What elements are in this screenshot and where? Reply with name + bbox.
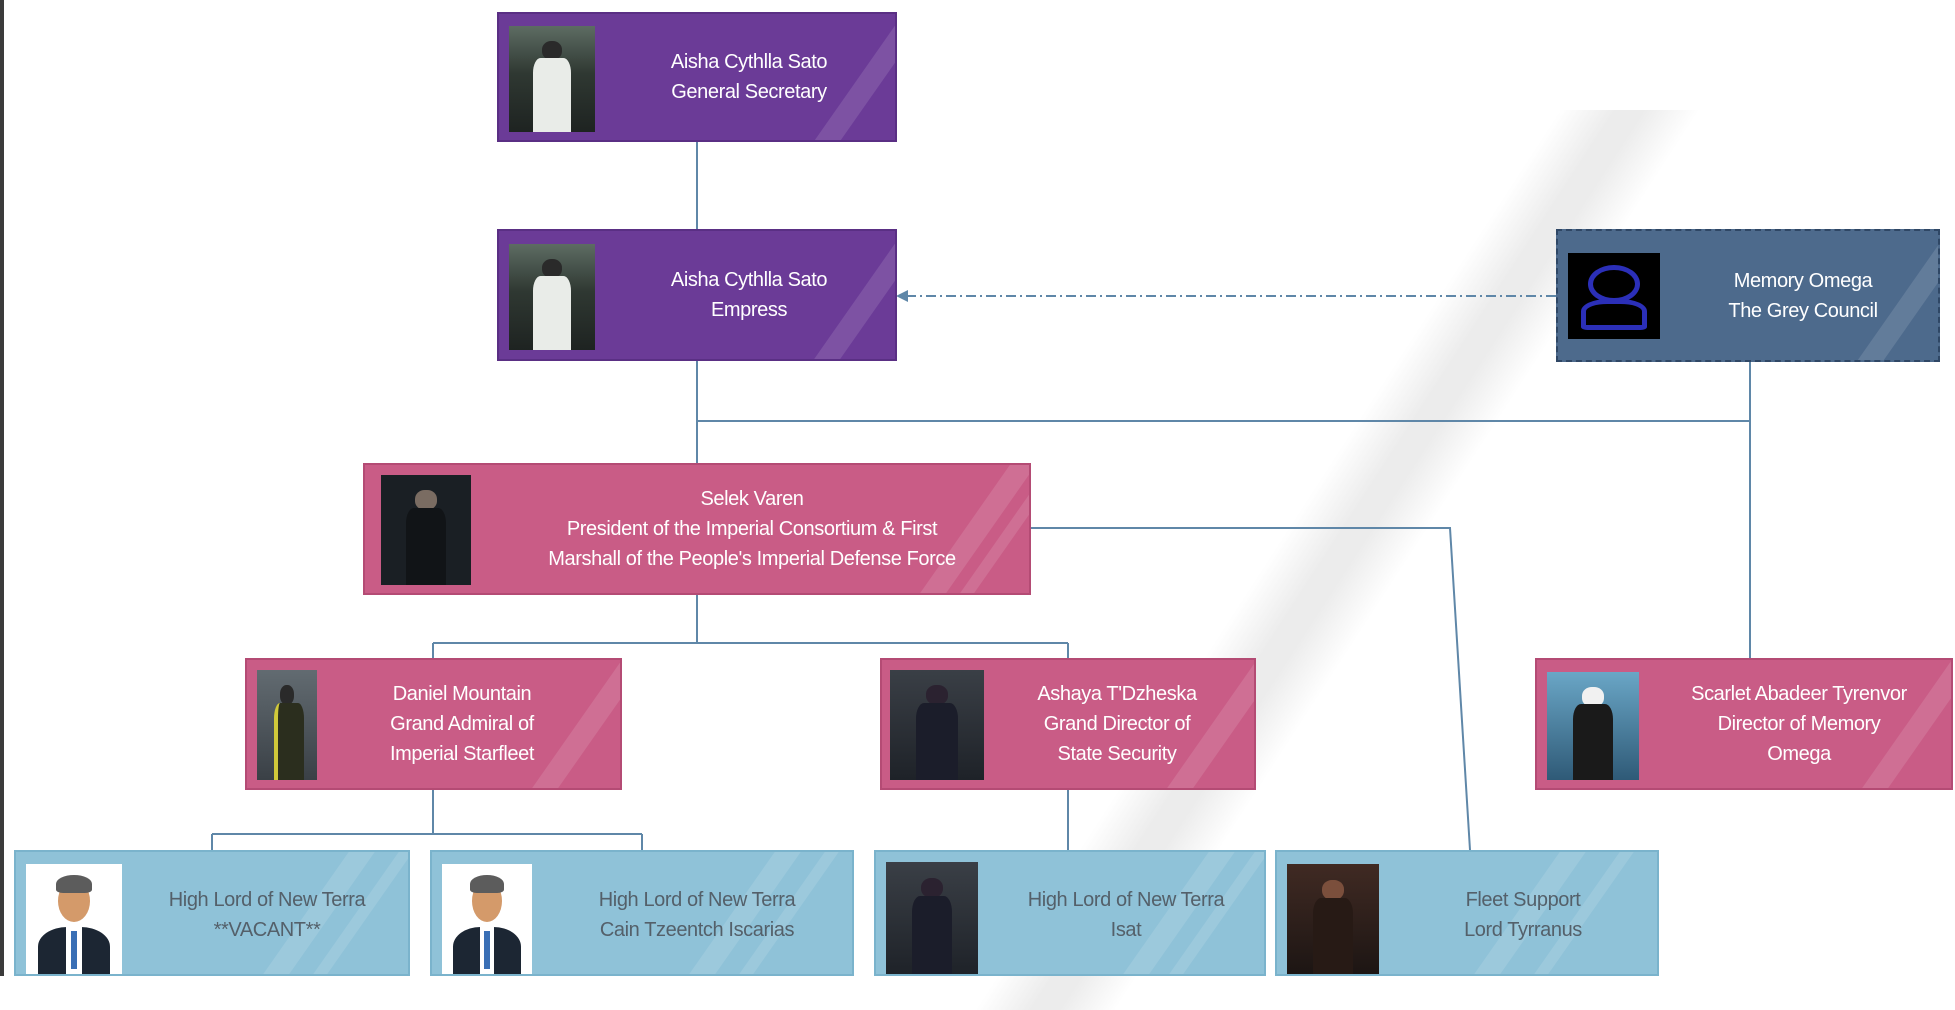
connector-president-fleet bbox=[1030, 527, 1471, 851]
node-text: Aisha Cythlla Sato Empress bbox=[604, 231, 894, 359]
node-text: Aisha Cythlla Sato General Secretary bbox=[604, 14, 894, 140]
photo-icon bbox=[509, 244, 595, 350]
node-title: High Lord of New Terra bbox=[598, 889, 796, 911]
avatar-icon bbox=[26, 864, 122, 974]
node-name: Lord Tyrranus bbox=[1464, 919, 1582, 941]
node-title: General Secretary bbox=[671, 81, 827, 103]
node-memory-omega[interactable]: Memory Omega The Grey Council bbox=[1556, 229, 1940, 362]
connector-lines bbox=[211, 141, 1751, 851]
node-text: Fleet Support Lord Tyrranus bbox=[1389, 852, 1657, 974]
node-name: Isat bbox=[1110, 919, 1142, 941]
node-name: Selek Varen bbox=[700, 488, 804, 510]
node-high-lord-vacant[interactable]: High Lord of New Terra **VACANT** bbox=[14, 850, 410, 976]
node-president[interactable]: Selek Varen President of the Imperial Co… bbox=[363, 463, 1031, 595]
node-title: Empress bbox=[710, 299, 788, 321]
avatar-icon bbox=[442, 864, 532, 974]
photo-icon bbox=[890, 670, 984, 780]
photo-icon bbox=[1287, 864, 1379, 974]
node-name: Scarlet Abadeer Tyrenvor bbox=[1691, 683, 1907, 705]
node-text: Daniel Mountain Grand Admiral of Imperia… bbox=[327, 660, 597, 788]
node-title: High Lord of New Terra bbox=[1027, 889, 1225, 911]
node-text: Selek Varen President of the Imperial Co… bbox=[475, 465, 1029, 593]
node-title-line-1: Grand Admiral of bbox=[390, 713, 534, 735]
node-high-lord-cain[interactable]: High Lord of New Terra Cain Tzeentch Isc… bbox=[430, 850, 854, 976]
node-grand-admiral[interactable]: Daniel Mountain Grand Admiral of Imperia… bbox=[245, 658, 622, 790]
node-title-line-1: President of the Imperial Consortium & F… bbox=[566, 518, 938, 540]
logo-icon bbox=[1568, 253, 1660, 339]
node-name: Aisha Cythlla Sato bbox=[670, 269, 828, 291]
node-title: High Lord of New Terra bbox=[168, 889, 366, 911]
node-state-security[interactable]: Ashaya T'Dzheska Grand Director of State… bbox=[880, 658, 1256, 790]
node-name: Ashaya T'Dzheska bbox=[1037, 683, 1197, 705]
node-title-line-2: State Security bbox=[1057, 743, 1177, 765]
photo-icon bbox=[381, 475, 471, 585]
photo-icon bbox=[886, 862, 978, 974]
node-general-secretary[interactable]: Aisha Cythlla Sato General Secretary bbox=[497, 12, 897, 142]
node-text: High Lord of New Terra Isat bbox=[988, 852, 1264, 974]
photo-icon bbox=[509, 26, 595, 132]
node-title: The Grey Council bbox=[1728, 299, 1878, 322]
node-director-memory-omega[interactable]: Scarlet Abadeer Tyrenvor Director of Mem… bbox=[1535, 658, 1953, 790]
node-title-line-2: Imperial Starfleet bbox=[390, 743, 534, 765]
node-text: High Lord of New Terra Cain Tzeentch Isc… bbox=[542, 852, 852, 974]
node-text: Ashaya T'Dzheska Grand Director of State… bbox=[992, 660, 1242, 788]
node-text: Scarlet Abadeer Tyrenvor Director of Mem… bbox=[1649, 660, 1949, 788]
node-name: Cain Tzeentch Iscarias bbox=[599, 919, 795, 941]
node-title-line-2: Marshall of the People's Imperial Defens… bbox=[548, 548, 956, 570]
node-fleet-support[interactable]: Fleet Support Lord Tyrranus bbox=[1275, 850, 1659, 976]
node-name: Daniel Mountain bbox=[392, 683, 532, 705]
node-empress[interactable]: Aisha Cythlla Sato Empress bbox=[497, 229, 897, 361]
node-name: **VACANT** bbox=[213, 919, 321, 941]
node-name: Aisha Cythlla Sato bbox=[670, 51, 828, 73]
node-title: Fleet Support bbox=[1465, 889, 1581, 911]
node-text: High Lord of New Terra **VACANT** bbox=[126, 852, 408, 974]
node-name: Memory Omega bbox=[1733, 269, 1873, 292]
arrowhead-icon bbox=[896, 290, 908, 302]
node-title-line-1: Director of Memory bbox=[1717, 713, 1881, 735]
photo-icon bbox=[1547, 672, 1639, 780]
photo-icon bbox=[257, 670, 317, 780]
node-title-line-1: Grand Director of bbox=[1043, 713, 1191, 735]
left-border bbox=[0, 0, 4, 976]
node-text: Memory Omega The Grey Council bbox=[1668, 231, 1938, 360]
node-title-line-2: Omega bbox=[1767, 743, 1831, 765]
node-high-lord-isat[interactable]: High Lord of New Terra Isat bbox=[874, 850, 1266, 976]
